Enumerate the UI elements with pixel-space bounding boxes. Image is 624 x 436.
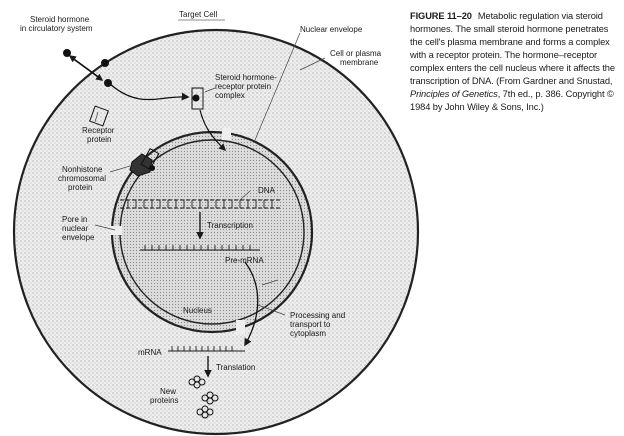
label-complex-1: Steroid hormone- xyxy=(215,73,277,82)
hormone-molecule xyxy=(101,59,109,67)
hormone-molecule xyxy=(63,49,71,57)
processing-arrow xyxy=(244,261,259,347)
label-steroid-hormone-2: in circulatory system xyxy=(20,24,93,33)
leader-lines xyxy=(94,32,326,316)
label-complex-2: receptor protein xyxy=(215,82,271,91)
nuclear-pore-bottom xyxy=(236,320,245,334)
receptor-protein xyxy=(89,105,109,127)
label-complex-3: complex xyxy=(215,91,245,100)
label-nuclear-envelope: Nuclear envelope xyxy=(300,25,363,34)
hormone-molecule xyxy=(104,79,112,87)
new-protein xyxy=(201,391,219,405)
label-processing-2: transport to xyxy=(290,320,331,329)
label-pore-3: envelope xyxy=(62,233,95,242)
nuclear-pore-top xyxy=(222,128,231,140)
label-steroid-hormone-1: Steroid hormone xyxy=(30,15,90,24)
label-processing-3: cytoplasm xyxy=(290,329,326,338)
label-nonhistone-3: protein xyxy=(68,183,92,192)
bound-hormone xyxy=(149,165,155,171)
label-target-cell: Target Cell xyxy=(179,10,217,19)
label-plasma-membrane-2: membrane xyxy=(340,58,379,67)
mrna-ticks xyxy=(171,346,233,351)
complex-to-nucleus-arrow xyxy=(199,109,227,152)
label-nonhistone-1: Nonhistone xyxy=(62,165,103,174)
hormone-arrow xyxy=(68,55,101,79)
label-receptor-2: protein xyxy=(87,135,111,144)
label-pore-2: nuclear xyxy=(62,224,89,233)
label-pore-1: Pore in xyxy=(62,215,87,224)
dna-rungs xyxy=(127,200,273,208)
nonhistone-protein xyxy=(129,153,153,177)
label-plasma-membrane-1: Cell or plasma xyxy=(330,49,382,58)
label-pre-mrna: Pre-mRNA xyxy=(225,256,264,265)
label-new-proteins-2: proteins xyxy=(150,396,178,405)
receptor-complex xyxy=(191,87,204,110)
pre-mrna-ticks xyxy=(144,245,251,250)
caption-text-1: Metabolic regulation via steroid hormone… xyxy=(410,11,615,86)
caption-text-2: , 7th ed., p. 386. Copyright © 1984 by J… xyxy=(410,89,614,112)
nuclear-pore-left xyxy=(110,226,122,235)
label-nucleus: Nucleus xyxy=(183,306,212,315)
label-processing-1: Processing and xyxy=(290,311,345,320)
new-protein xyxy=(188,375,206,389)
label-receptor-1: Receptor xyxy=(82,126,115,135)
hormone-in-complex xyxy=(192,94,200,102)
hormone-entry-arrow xyxy=(109,83,190,101)
label-dna: DNA xyxy=(258,186,276,195)
figure-number: FIGURE 11–20 xyxy=(410,11,472,21)
label-mrna: mRNA xyxy=(138,348,162,357)
new-protein xyxy=(196,405,214,419)
label-nonhistone-2: chromosomal xyxy=(58,174,106,183)
caption-book-title: Principles of Genetics xyxy=(410,89,498,99)
label-transcription: Transcription xyxy=(207,221,253,230)
bound-complex xyxy=(140,148,160,170)
label-new-proteins-1: New xyxy=(160,387,176,396)
label-translation: Translation xyxy=(216,363,255,372)
